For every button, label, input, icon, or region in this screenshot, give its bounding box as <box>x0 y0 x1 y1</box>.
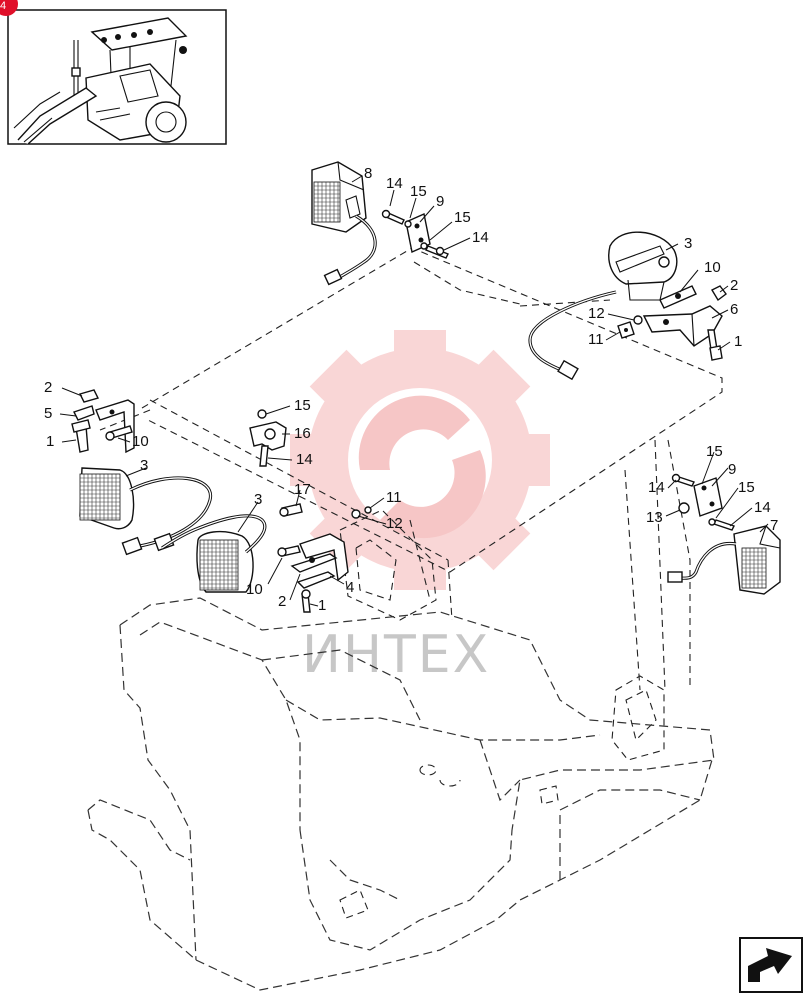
callout-3: 3 <box>684 235 692 252</box>
callout-2: 2 <box>44 379 52 396</box>
callout-10: 10 <box>704 259 721 276</box>
callout-7: 7 <box>770 517 778 534</box>
callout-12: 12 <box>386 515 403 532</box>
leader-lines <box>59 175 769 607</box>
work-lamp-middle <box>161 514 267 593</box>
callout-11: 11 <box>588 331 604 348</box>
callout-1: 1 <box>318 597 326 614</box>
callout-12: 12 <box>588 305 605 322</box>
callout-10: 10 <box>132 433 149 450</box>
callout-15: 15 <box>294 397 311 414</box>
callout-14: 14 <box>296 451 313 468</box>
mounting-plate-right <box>671 473 735 531</box>
lamp-bracket-left-upper <box>71 389 135 454</box>
rear-lamp-top <box>311 161 377 286</box>
callout-16: 16 <box>294 425 311 442</box>
mounting-plate-top <box>381 209 449 259</box>
page-badge: 4 <box>0 0 18 16</box>
cab-frame-outline <box>87 247 723 991</box>
callout-3: 3 <box>254 491 262 508</box>
lamp-bracket-right <box>617 285 727 361</box>
callout-13: 13 <box>646 509 663 526</box>
callout-5: 5 <box>44 405 52 422</box>
callout-3: 3 <box>140 457 148 474</box>
callout-1: 1 <box>734 333 742 350</box>
svg-text:4: 4 <box>0 0 6 12</box>
work-lamp-top-right <box>528 231 678 381</box>
callout-9: 9 <box>728 461 736 478</box>
callout-15: 15 <box>738 479 755 496</box>
callout-14: 14 <box>754 499 771 516</box>
callout-6: 6 <box>730 301 738 318</box>
callout-2: 2 <box>730 277 738 294</box>
callout-11: 11 <box>386 489 402 506</box>
callout-10: 10 <box>246 581 263 598</box>
callout-15: 15 <box>454 209 471 226</box>
work-lamp-left <box>79 467 212 556</box>
callout-8: 8 <box>364 165 372 182</box>
callout-14: 14 <box>472 229 489 246</box>
callout-15: 15 <box>410 183 427 200</box>
callout-1: 1 <box>46 433 54 450</box>
watermark-text: ИНТЕХ <box>302 625 490 685</box>
callout-15: 15 <box>706 443 723 460</box>
callout-9: 9 <box>436 193 444 210</box>
next-page-arrow-icon[interactable] <box>739 937 803 993</box>
callout-14: 14 <box>386 175 403 192</box>
callout-14: 14 <box>648 479 665 496</box>
callout-17: 17 <box>294 481 311 498</box>
watermark-logo <box>290 330 550 590</box>
inset-thumbnail <box>7 9 227 145</box>
callout-4: 4 <box>346 579 354 596</box>
clamp-bracket-center <box>249 409 287 467</box>
lamp-bracket-left-lower <box>277 503 372 613</box>
callout-2: 2 <box>278 593 286 610</box>
callout-labels: 8 14 15 9 15 14 3 10 2 12 6 11 1 2 5 1 1… <box>44 165 778 614</box>
rear-lamp-right <box>667 525 781 595</box>
